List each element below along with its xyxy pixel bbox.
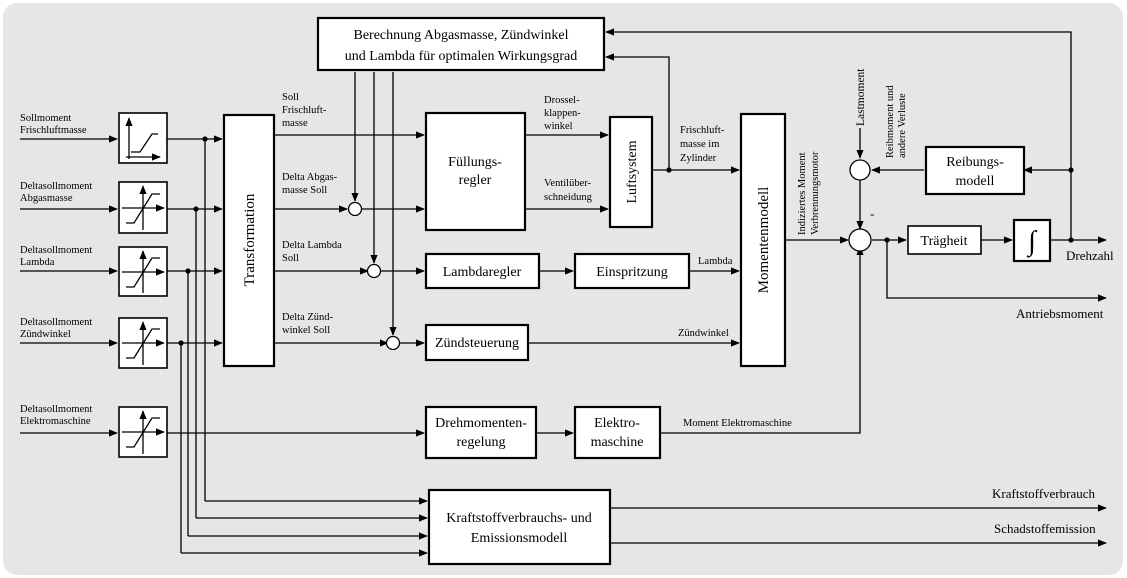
block-luftsystem — [608, 115, 654, 229]
block-elektromaschine-line1: Elektro- — [594, 416, 640, 431]
block-integrator-symbol: ∫ — [1026, 226, 1038, 258]
signal-label-indiziertes-moment-2: Verbrennungsmotor — [810, 151, 821, 235]
block-zuendsteuerung — [424, 323, 530, 362]
signal-label-moment-elektro: Moment Elektromaschine — [683, 418, 792, 429]
limiter-block-frischluft — [118, 112, 168, 164]
signal-label-lastmoment: Lastmoment — [855, 68, 867, 126]
junction-dot — [202, 136, 208, 142]
input-label-sollmoment: Sollmoment — [20, 113, 71, 124]
block-reibungsmodell-line2: modell — [956, 174, 995, 189]
signal-label-ventil-2: schneidung — [544, 192, 593, 203]
junction-dot — [884, 237, 890, 243]
block-elektromaschine — [573, 405, 662, 460]
junction-dot — [193, 206, 199, 212]
signal-label-drosselklappe-2: klappen- — [544, 108, 581, 119]
signal-label-frischluft-zylinder-1: Frischluft- — [680, 125, 725, 136]
block-kraftstoffmodell-line1: Kraftstoffverbrauchs- und — [446, 511, 592, 526]
sum-junction-zuendwinkel — [385, 335, 401, 351]
input-label-deltasollmoment-lambda: Deltasollmoment — [20, 245, 92, 256]
signal-label-soll-frischluft-3: masse — [282, 118, 308, 129]
block-reibungsmodell — [924, 145, 1026, 196]
block-fuellungsregler-line2: regler — [459, 173, 492, 188]
junction-dot — [1068, 167, 1074, 173]
junction-dots — [178, 136, 1074, 346]
block-drehmomentenregelung — [424, 405, 538, 460]
input-label-frischluftmasse: Frischluftmasse — [20, 125, 87, 136]
output-label-drehzahl: Drehzahl — [1066, 248, 1114, 263]
output-label-antriebsmoment: Antriebsmoment — [1016, 306, 1104, 321]
signal-label-reibmoment-1: Reibmoment und — [885, 85, 896, 158]
signal-label-delta-lambda-1: Delta Lambda — [282, 240, 342, 251]
junction-dot — [178, 340, 184, 346]
junction-dot — [1068, 237, 1074, 243]
output-label-schadstoffemission: Schadstoffemission — [994, 521, 1096, 536]
junction-dot — [666, 167, 672, 173]
input-label-zuendwinkel: Zündwinkel — [20, 329, 71, 340]
signal-label-soll-frischluft-2: Frischluft- — [282, 105, 327, 116]
block-lambdaregler-label: Lambdaregler — [443, 265, 522, 280]
block-elektromaschine-line2: maschine — [591, 435, 644, 450]
limiter-block-lambda — [118, 246, 168, 297]
connection-lines — [20, 28, 1107, 557]
input-label-deltasollmoment-zuendwinkel: Deltasollmoment — [20, 317, 92, 328]
diagram-background — [3, 3, 1123, 575]
block-transformation-label: Transformation — [242, 193, 258, 286]
signal-label-delta-abgas-2: masse Soll — [282, 185, 327, 196]
signal-label-indiziertes-moment-1: Indiziertes Moment — [797, 152, 808, 235]
signal-label-delta-zuendwinkel-1: Delta Zünd- — [282, 312, 334, 323]
block-berechnung-line2: und Lambda für optimalen Wirkungsgrad — [345, 49, 577, 64]
block-momentenmodell-label: Momentenmodell — [756, 187, 772, 294]
signal-label-delta-lambda-2: Soll — [282, 253, 299, 264]
signal-label-ventil-1: Ventilüber- — [544, 178, 592, 189]
signal-label-frischluft-zylinder-2: masse im — [680, 139, 719, 150]
input-label-lambda: Lambda — [20, 257, 55, 268]
signal-label-soll-frischluft-1: Soll — [282, 92, 299, 103]
block-berechnung-line1: Berechnung Abgasmasse, Zündwinkel — [353, 28, 568, 43]
block-drehmomentenregelung-line1: Drehmomenten- — [435, 416, 527, 431]
signal-label-minus: - — [870, 206, 874, 221]
signal-label-zuendwinkel: Zündwinkel — [678, 328, 729, 339]
signal-label-delta-abgas-1: Delta Abgas- — [282, 172, 338, 183]
sum-junction-lambda — [366, 263, 382, 279]
output-label-kraftstoffverbrauch: Kraftstoffverbrauch — [992, 486, 1095, 501]
block-drehmomentenregelung-line2: regelung — [457, 435, 506, 450]
input-label-deltasollmoment-elektro: Deltasollmoment — [20, 404, 92, 415]
input-label-abgasmasse: Abgasmasse — [20, 193, 73, 204]
block-integrator — [1012, 218, 1052, 263]
signal-label-delta-zuendwinkel-2: winkel Soll — [282, 325, 330, 336]
limiter-block-elektromaschine — [118, 406, 168, 458]
signal-label-lambda: Lambda — [698, 256, 733, 267]
signal-label-drosselklappe-1: Drossel- — [544, 95, 580, 106]
block-lambdaregler — [424, 252, 541, 290]
block-traegheit-label: Trägheit — [921, 234, 968, 249]
signal-label-frischluft-zylinder-3: Zylinder — [680, 153, 717, 164]
block-einspritzung — [573, 252, 691, 290]
block-kraftstoffmodell-line2: Emissionsmodell — [471, 531, 568, 546]
input-label-elektromaschine: Elektromaschine — [20, 416, 91, 427]
sum-junction-abgas — [347, 201, 363, 217]
block-kraftstoffmodell — [427, 488, 612, 566]
limiter-block-abgasmasse — [118, 181, 168, 234]
block-momentenmodell — [739, 112, 787, 368]
block-fuellungsregler-line1: Füllungs- — [448, 155, 502, 170]
input-label-deltasollmoment-abgas: Deltasollmoment — [20, 181, 92, 192]
sum-junction-reibung — [849, 159, 871, 181]
block-reibungsmodell-line1: Reibungs- — [946, 155, 1004, 170]
block-luftsystem-label: Luftsystem — [625, 140, 640, 203]
block-berechnung — [316, 16, 606, 72]
block-traegheit — [907, 225, 982, 255]
block-fuellungsregler — [424, 111, 527, 232]
block-transformation — [222, 113, 276, 368]
block-zuendsteuerung-label: Zündsteuerung — [435, 336, 519, 351]
limiter-block-zuendwinkel — [118, 317, 168, 369]
signal-label-drosselklappe-3: winkel — [544, 121, 573, 132]
signal-label-reibmoment-2: andere Verluste — [897, 93, 908, 158]
junction-dot — [185, 268, 191, 274]
block-einspritzung-label: Einspritzung — [596, 265, 668, 280]
sum-junction-moment — [848, 228, 872, 252]
